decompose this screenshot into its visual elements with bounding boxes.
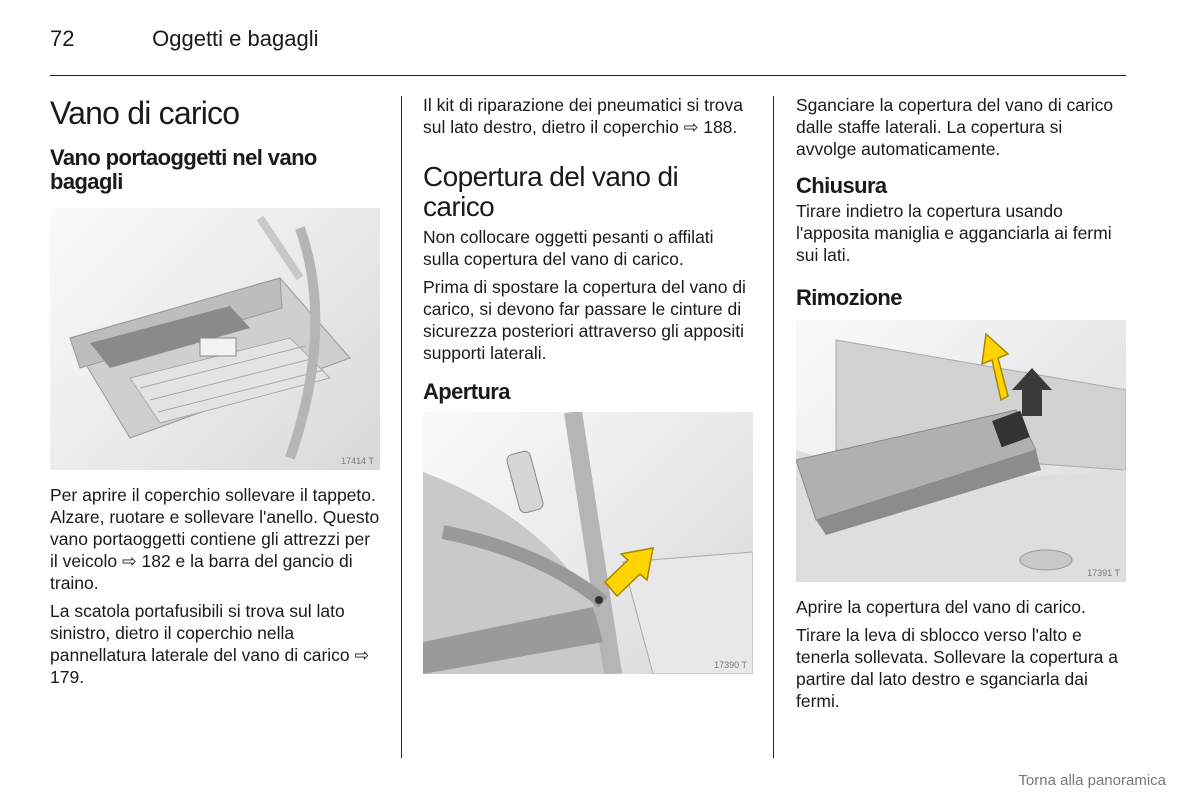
paragraph: Tirare indietro la copertura usando l'ap…: [796, 201, 1112, 265]
page-title: Vano di carico: [50, 95, 240, 131]
cover-opening-illustration: 17390 T: [423, 412, 753, 674]
paragraph: Per aprire il coperchio sollevare il tap…: [50, 485, 380, 593]
paragraph: Il kit di riparazione dei pneumatici si …: [423, 95, 744, 137]
page-header: 72 Oggetti e bagagli: [50, 26, 318, 52]
subsection-heading: Rimozione: [796, 285, 902, 310]
column-divider: [401, 96, 402, 758]
paragraph: Non collocare oggetti pesanti o affilati…: [423, 227, 714, 269]
page-number: 72: [50, 26, 75, 51]
figure-number: 17414 T: [341, 456, 374, 466]
paragraph: Prima di spostare la copertura del vano …: [423, 277, 746, 363]
back-to-overview-link[interactable]: Torna alla panoramica: [1018, 772, 1166, 789]
paragraph: Sganciare la copertura del vano di caric…: [796, 95, 1114, 159]
figure-number: 17391 T: [1087, 568, 1120, 578]
paragraph: La scatola portafusibili si trova sul la…: [50, 601, 370, 687]
figure-number: 17390 T: [714, 660, 747, 670]
section-title: Oggetti e bagagli: [152, 26, 319, 51]
storage-compartment-illustration: 17414 T: [50, 208, 380, 470]
section-heading: Copertura del vano di carico: [423, 161, 679, 222]
column-3: Sganciare la copertura del vano di caric…: [796, 94, 1126, 718]
paragraph: Aprire la copertura del vano di carico.: [796, 597, 1086, 617]
subsection-heading: Chiusura: [796, 173, 887, 198]
column-1: Vano di carico Vano portaoggetti nel van…: [50, 94, 380, 694]
header-divider: [50, 75, 1126, 76]
subsection-heading: Apertura: [423, 379, 510, 404]
column-divider: [773, 96, 774, 758]
subsection-heading: Vano portaoggetti nel vano bagagli: [50, 145, 317, 194]
column-2: Il kit di riparazione dei pneumatici si …: [423, 94, 753, 674]
cover-removal-illustration: 17391 T: [796, 320, 1126, 582]
paragraph: Tirare la leva di sblocco verso l'alto e…: [796, 625, 1118, 711]
